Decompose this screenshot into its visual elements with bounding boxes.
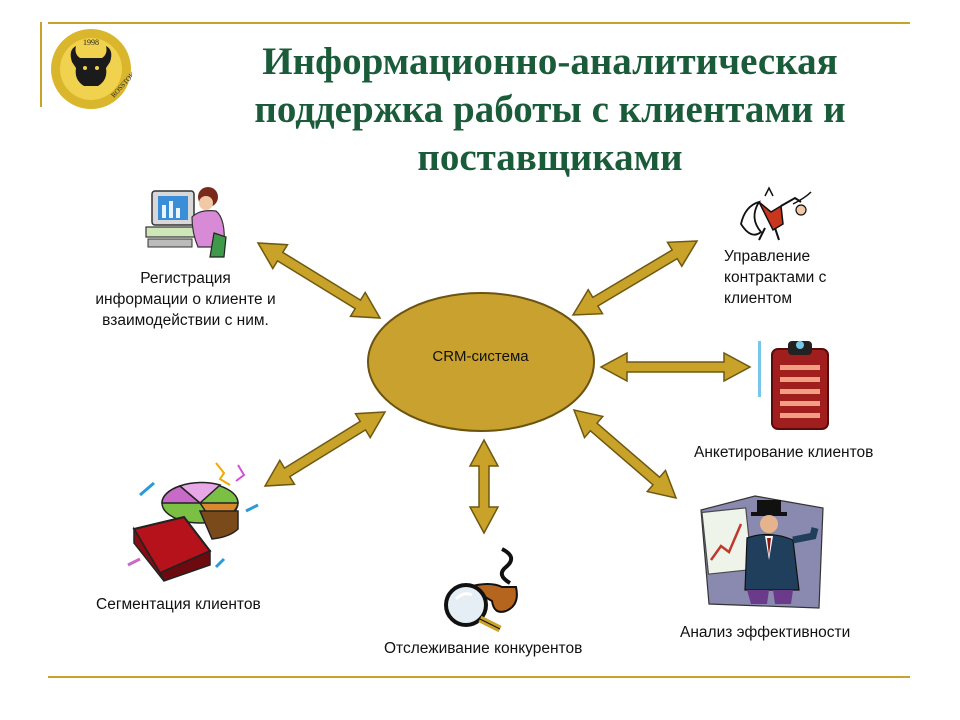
clipboard-icon (758, 341, 829, 430)
contracts-line-1: Управление (724, 248, 811, 265)
page-title: Информационно-аналитическая поддержка ра… (170, 38, 930, 182)
registration-line-3: взаимодействии с ним. (102, 312, 269, 329)
top-rule (48, 22, 910, 24)
efficiency-label: Анализ эффективности (680, 624, 851, 641)
arrow-registration (256, 242, 382, 319)
logo-year: 1998 (83, 38, 99, 47)
bull-seal-icon: 1998 ROSSTOK (51, 29, 132, 109)
crm-system-label: CRM-система (432, 348, 529, 365)
businessman-chart-icon (700, 495, 824, 609)
arrow-competitors (468, 438, 500, 535)
magnifier-pipe-icon (444, 547, 518, 633)
computer-user-icon (145, 187, 227, 258)
title-line-2: поддержка работы с клиентами и (254, 88, 846, 131)
contract-figure-icon (740, 186, 812, 241)
registration-line-1: Регистрация (140, 270, 231, 287)
crm-ellipse[interactable] (367, 292, 595, 432)
bottom-rule (48, 676, 910, 678)
pie-chart-icon (127, 462, 259, 582)
contracts-line-3: клиентом (724, 290, 793, 307)
title-line-3: поставщиками (417, 136, 683, 179)
contracts-label: Управление контрактами с клиентом (724, 246, 826, 309)
contracts-line-2: контрактами с (724, 269, 827, 286)
arrows (256, 240, 752, 535)
registration-line-2: информации о клиенте и (95, 291, 276, 308)
left-rule (40, 22, 42, 107)
registration-label: Регистрация информации о клиенте и взаим… (68, 268, 303, 331)
segmentation-label: Сегментация клиентов (96, 596, 261, 613)
arrow-survey (599, 351, 752, 383)
competitors-label: Отслеживание конкурентов (384, 640, 583, 657)
arrow-contracts (571, 240, 699, 316)
title-line-1: Информационно-аналитическая (262, 40, 838, 83)
survey-label: Анкетирование клиентов (694, 444, 874, 461)
arrow-efficiency (572, 408, 678, 500)
arrow-segmentation (263, 411, 387, 487)
